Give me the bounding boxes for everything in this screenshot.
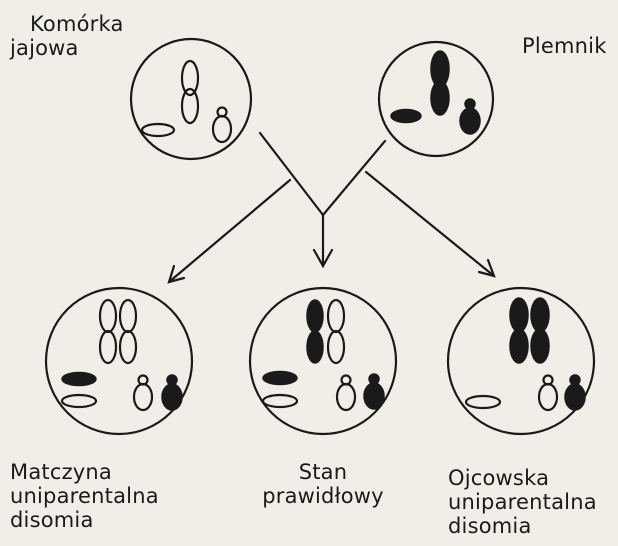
maternal-label-line3: disomia (10, 508, 159, 532)
sperm-chromosomes (391, 51, 480, 134)
normal-label-line1: Stan (255, 460, 391, 484)
sperm-label-text: Plemnik (522, 34, 607, 58)
maternal-paternal-chromosomes (62, 373, 182, 411)
normal-label: Stan prawidłowy (255, 460, 391, 508)
egg-label: Komórka jajowa (10, 12, 124, 60)
maternal-disomy-cell (46, 288, 192, 434)
maternal-label: Matczyna uniparentalna disomia (10, 460, 159, 532)
paternal-maternal-chromosomes (466, 376, 557, 411)
paternal-label-line2: uniparentalna (448, 490, 597, 514)
normal-label-line2: prawidłowy (255, 484, 391, 508)
egg-cell (131, 39, 251, 159)
paternal-label-line3: disomia (448, 514, 597, 538)
egg-chromosomes (142, 61, 231, 142)
sperm-label: Plemnik (522, 34, 607, 58)
maternal-label-line2: uniparentalna (10, 484, 159, 508)
paternal-paternal-chromosomes (510, 298, 585, 410)
egg-label-line1: Komórka (10, 12, 124, 36)
paternal-label-line1: Ojcowska (448, 466, 597, 490)
maternal-chromosomes (62, 300, 152, 410)
normal-paternal-chromosomes (263, 300, 384, 409)
maternal-label-line1: Matczyna (10, 460, 159, 484)
paternal-label: Ojcowska uniparentalna disomia (448, 466, 597, 538)
egg-label-line2: jajowa (10, 36, 124, 60)
